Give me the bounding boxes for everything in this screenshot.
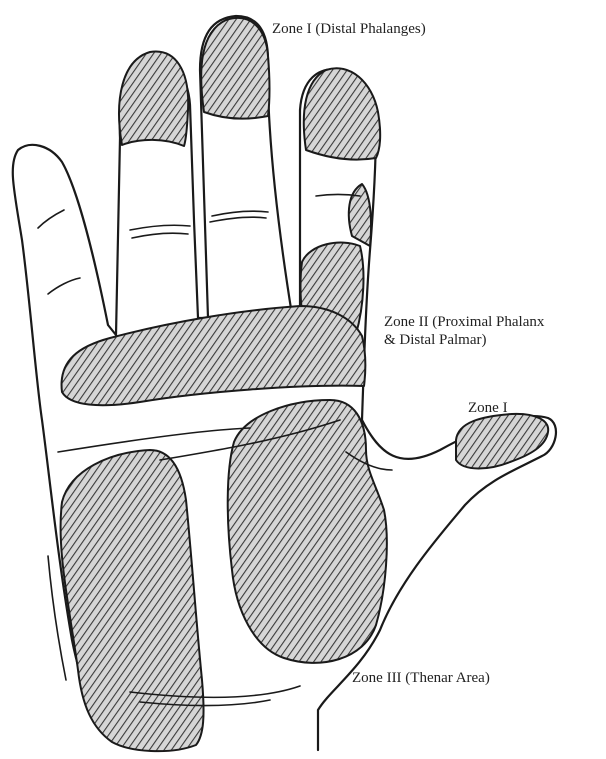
crease-little-1: [38, 210, 64, 228]
label-zone-i-thumb: Zone I: [468, 399, 508, 417]
crease-distal: [58, 428, 250, 452]
zone-i-index-tip: [119, 52, 188, 146]
zone-iii-hypothenar: [61, 450, 204, 751]
zone-i-middle-tip: [201, 18, 269, 119]
crease-index-1: [130, 225, 190, 230]
crease-index-2: [132, 233, 188, 238]
crease-little-2: [48, 278, 80, 294]
crease-ring-1: [316, 195, 360, 197]
label-zone-ii-line-2: & Distal Palmar): [384, 331, 486, 349]
label-zone-ii-line-1: Zone II (Proximal Phalanx: [384, 313, 544, 331]
zone-iii-thenar: [228, 400, 387, 663]
zone-ii-ring-segment: [349, 184, 371, 246]
crease-middle-1: [212, 211, 268, 216]
label-zone-i-distal-phalanges: Zone I (Distal Phalanges): [272, 20, 426, 38]
crease-middle-2: [210, 217, 266, 222]
zone-i-ring-tip: [304, 68, 380, 159]
label-zone-iii-thenar: Zone III (Thenar Area): [352, 669, 490, 687]
